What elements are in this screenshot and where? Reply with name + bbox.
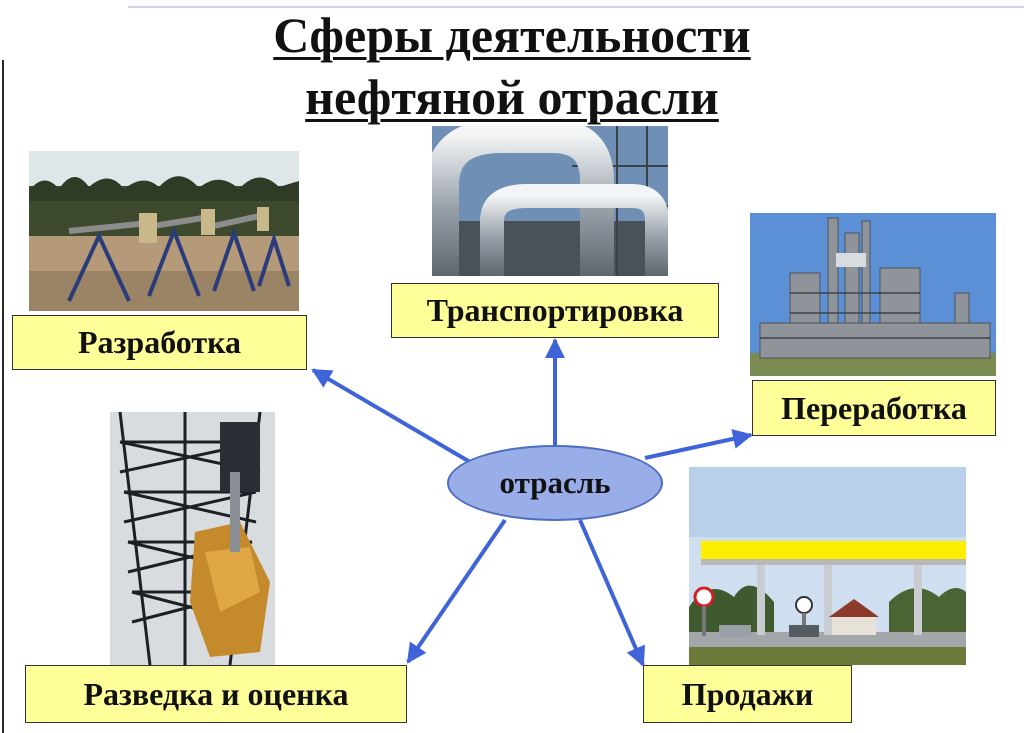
label-prodazhi-text: Продажи [681, 675, 814, 712]
refinery-photo [750, 213, 996, 376]
label-pererabotka-text: Переработка [781, 389, 967, 426]
hub-label: отрасль [499, 465, 611, 500]
label-prodazhi: Продажи [643, 665, 852, 723]
label-pererabotka: Переработка [752, 380, 996, 436]
label-razrabotka: Разработка [12, 315, 307, 370]
arrow-to-prodazhi [578, 519, 645, 667]
arrow-to-razrabotka [311, 368, 472, 464]
drilling-rig-photo [110, 412, 275, 665]
oil-pump-jacks-photo [29, 151, 299, 311]
left-rule [2, 60, 4, 733]
title-line-1: Сферы деятельности [273, 7, 751, 63]
label-transportirovka-text: Транспортировка [426, 292, 684, 328]
title-line-2: нефтяной отрасли [305, 69, 719, 125]
label-razvedka-text: Разведка и оценка [83, 675, 349, 712]
gas-station-photo [689, 467, 966, 665]
label-razrabotka-text: Разработка [77, 324, 242, 360]
top-rule [128, 6, 1024, 8]
slide-title: Сферы деятельности нефтяной отрасли [0, 4, 1024, 128]
hub-ellipse: отрасль [447, 445, 663, 521]
arrow-to-razvedka [406, 518, 507, 664]
arrow-to-pererabotka [644, 429, 753, 460]
label-transportirovka: Транспортировка [391, 283, 719, 338]
pipeline-photo [432, 126, 668, 276]
label-razvedka: Разведка и оценка [25, 665, 407, 723]
